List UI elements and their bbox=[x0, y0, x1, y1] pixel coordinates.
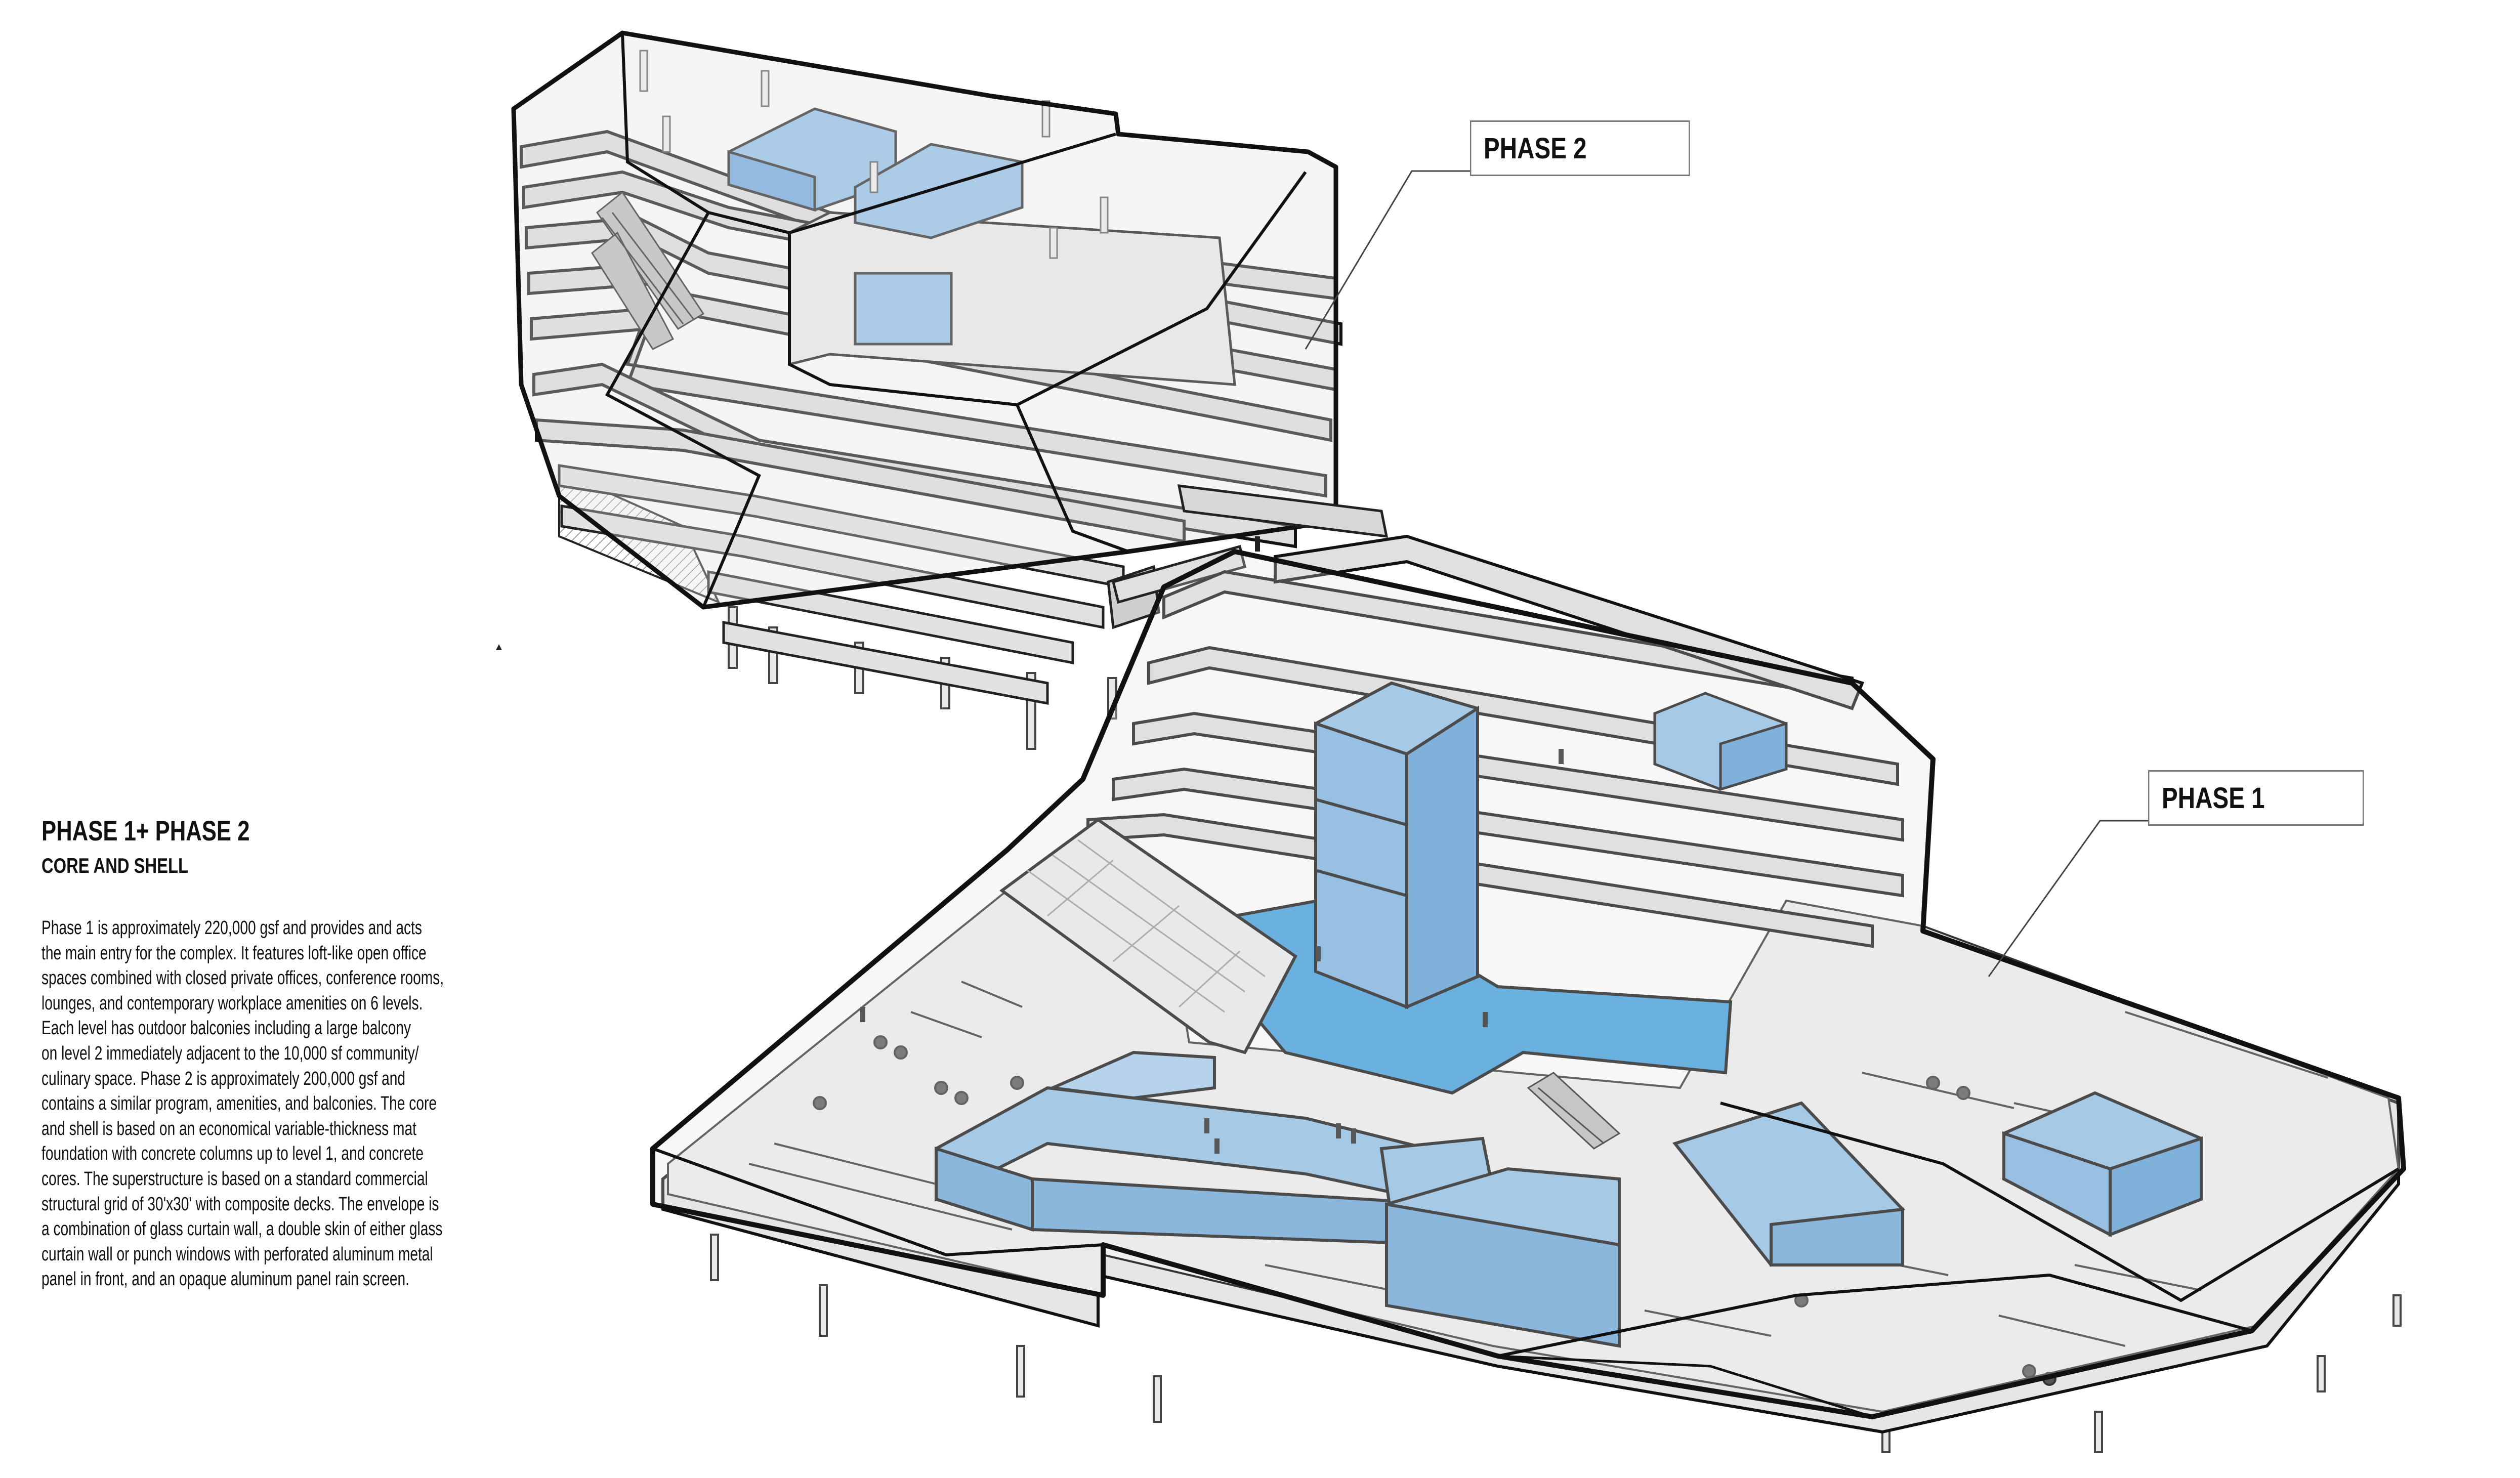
phase1-envelope-edge-4 bbox=[1497, 1355, 1873, 1418]
phase1-glass-atrium bbox=[999, 818, 1297, 1054]
description-block: PHASE 1+ PHASE 2 CORE AND SHELL Phase 1 … bbox=[41, 814, 548, 1292]
body-line: lounges, and contemporary workplace amen… bbox=[41, 992, 423, 1014]
phase1-atrium-stair bbox=[1527, 1072, 1621, 1150]
body-line: Phase 1 is approximately 220,000 gsf and… bbox=[41, 917, 422, 939]
phase1-office-slabs bbox=[1086, 534, 1904, 948]
phase2-escalator bbox=[591, 191, 705, 350]
phase2-building bbox=[511, 30, 1342, 750]
phase2-envelope-edge-2 bbox=[788, 171, 1307, 407]
phase2-cores bbox=[727, 107, 1024, 346]
callout-leaders bbox=[1305, 170, 2148, 977]
phase2-label: PHASE 2 bbox=[1470, 120, 1690, 176]
phase1-east-volume bbox=[2002, 1091, 2203, 1237]
body-line: Each level has outdoor balconies includi… bbox=[41, 1018, 411, 1039]
phase1-label-text: PHASE 1 bbox=[2162, 781, 2265, 815]
body-line: the main entry for the complex. It featu… bbox=[41, 942, 427, 964]
body-line: and shell is based on an economical vari… bbox=[41, 1118, 416, 1139]
compass-marker bbox=[496, 644, 502, 650]
body-line: culinary space. Phase 2 is approximately… bbox=[41, 1068, 406, 1089]
body-line: on level 2 immediately adjacent to the 1… bbox=[41, 1042, 419, 1064]
phase2-roof-columns bbox=[639, 50, 1109, 259]
body-line: contains a similar program, amenities, a… bbox=[41, 1093, 437, 1115]
description-body: Phase 1 is approximately 220,000 gsf and… bbox=[41, 916, 548, 1292]
phase1-envelope-edge bbox=[652, 1147, 1104, 1257]
phase2-envelope bbox=[511, 30, 1338, 610]
phase1-envelope bbox=[650, 549, 2406, 1419]
phase1-people bbox=[860, 536, 1564, 1154]
body-line: spaces combined with closed private offi… bbox=[41, 967, 444, 989]
body-line: foundation with concrete columns up to l… bbox=[41, 1143, 424, 1165]
phase1-leader bbox=[1988, 820, 2148, 977]
phase1-label: PHASE 1 bbox=[2148, 770, 2364, 826]
phase2-envelope-edge-4 bbox=[1016, 404, 1129, 553]
phase1-envelope-edge-2 bbox=[1720, 1102, 2400, 1302]
phase1-columns bbox=[710, 1234, 2402, 1453]
description-subheading: CORE AND SHELL bbox=[41, 854, 189, 877]
phase1-glass-mullions bbox=[1027, 839, 1266, 1013]
body-line: a combination of glass curtain wall, a d… bbox=[41, 1218, 443, 1240]
phase1-building bbox=[650, 534, 2406, 1453]
phase2-leader bbox=[1305, 170, 1470, 350]
body-line: structural grid of 30'x30' with composit… bbox=[41, 1193, 439, 1215]
phase2-label-text: PHASE 2 bbox=[1484, 132, 1587, 165]
phase1-furniture bbox=[748, 981, 2328, 1386]
phase1-podium-volumes bbox=[935, 1050, 1906, 1348]
phase1-central-core bbox=[1314, 681, 1479, 1009]
body-line: panel in front, and an opaque aluminum p… bbox=[41, 1269, 409, 1290]
body-line: cores. The superstructure is based on a … bbox=[41, 1168, 428, 1190]
phase1-envelope-edge-3 bbox=[1497, 1273, 2252, 1358]
body-line: curtain wall or punch windows with perfo… bbox=[41, 1243, 433, 1265]
phase2-envelope-edge-3 bbox=[605, 212, 761, 608]
phase1-roof-core bbox=[1653, 692, 1788, 791]
description-heading: PHASE 1+ PHASE 2 bbox=[41, 815, 250, 847]
